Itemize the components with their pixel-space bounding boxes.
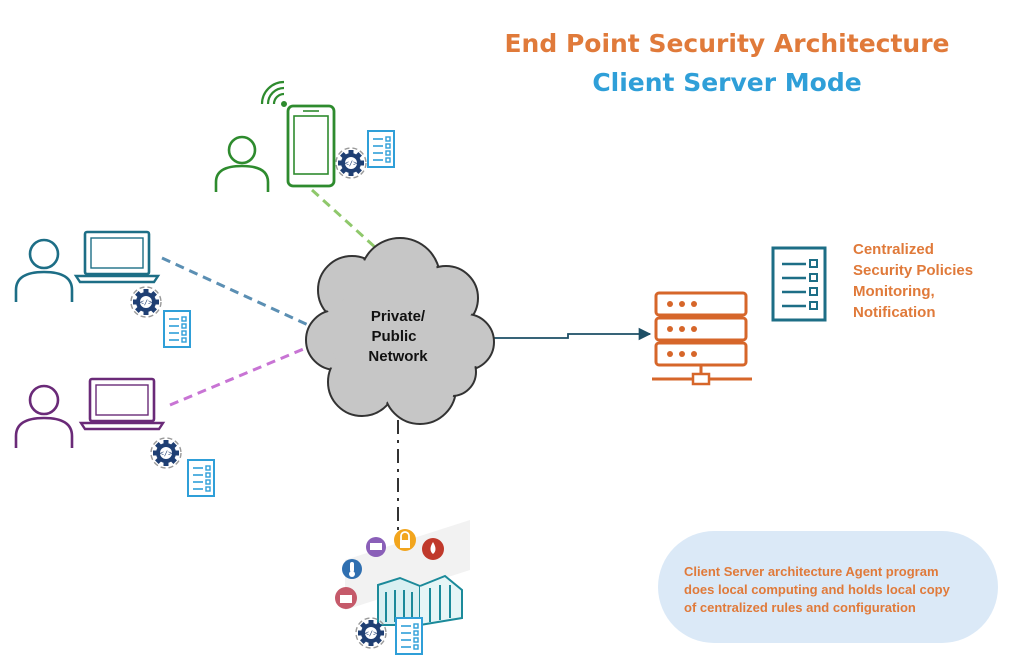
cloud-label-line2: Public: [371, 328, 416, 345]
smartphone-icon: [286, 104, 336, 188]
server-label-line3: Monitoring,: [853, 283, 935, 300]
server-label-line1: Centralized: [853, 241, 934, 258]
user-icon: [214, 135, 270, 192]
laptop-icon: [73, 230, 161, 284]
mobile-endpoint: [214, 80, 395, 192]
gear-code-icon: [335, 147, 367, 179]
iot-building-icon: [335, 520, 470, 626]
user-icon: [14, 384, 74, 448]
note-line2: does local computing and holds local cop…: [684, 582, 951, 597]
building-outline: [377, 574, 463, 626]
laptop-endpoint-2: [14, 377, 215, 497]
note-line1: Client Server architecture Agent program: [684, 564, 939, 579]
diagram-subtitle: Client Server Mode: [592, 68, 861, 97]
user-icon: [14, 238, 74, 302]
description-note: Client Server architecture Agent program…: [658, 531, 998, 643]
iot-endpoint: [335, 520, 470, 655]
gear-code-icon: [150, 437, 182, 469]
central-server: Centralized Security Policies Monitoring…: [652, 241, 973, 386]
cloud-label-line1: Private/: [371, 308, 426, 325]
laptop2-connection-line: [169, 338, 326, 407]
note-line3: of centralized rules and configuration: [684, 600, 916, 615]
laptop1-connection-line: [161, 256, 331, 337]
server-rack-icon: [652, 291, 752, 386]
server-label-line2: Security Policies: [853, 262, 973, 279]
gear-code-icon: [355, 617, 387, 649]
network-cloud: Private/ Public Network: [305, 237, 495, 425]
gear-code-icon: [130, 286, 162, 318]
document-list-icon: [187, 459, 215, 497]
laptop-icon: [78, 377, 166, 431]
wifi-icon: [260, 80, 287, 107]
policy-document-icon: [771, 246, 827, 322]
server-connection-line: [476, 327, 652, 345]
laptop-endpoint-1: [14, 230, 191, 348]
document-list-icon: [395, 617, 423, 655]
document-list-icon: [163, 310, 191, 348]
document-list-icon: [367, 130, 395, 168]
diagram-title: End Point Security Architecture: [504, 29, 949, 58]
cloud-label-line3: Network: [368, 348, 428, 365]
server-label-line4: Notification: [853, 304, 936, 321]
